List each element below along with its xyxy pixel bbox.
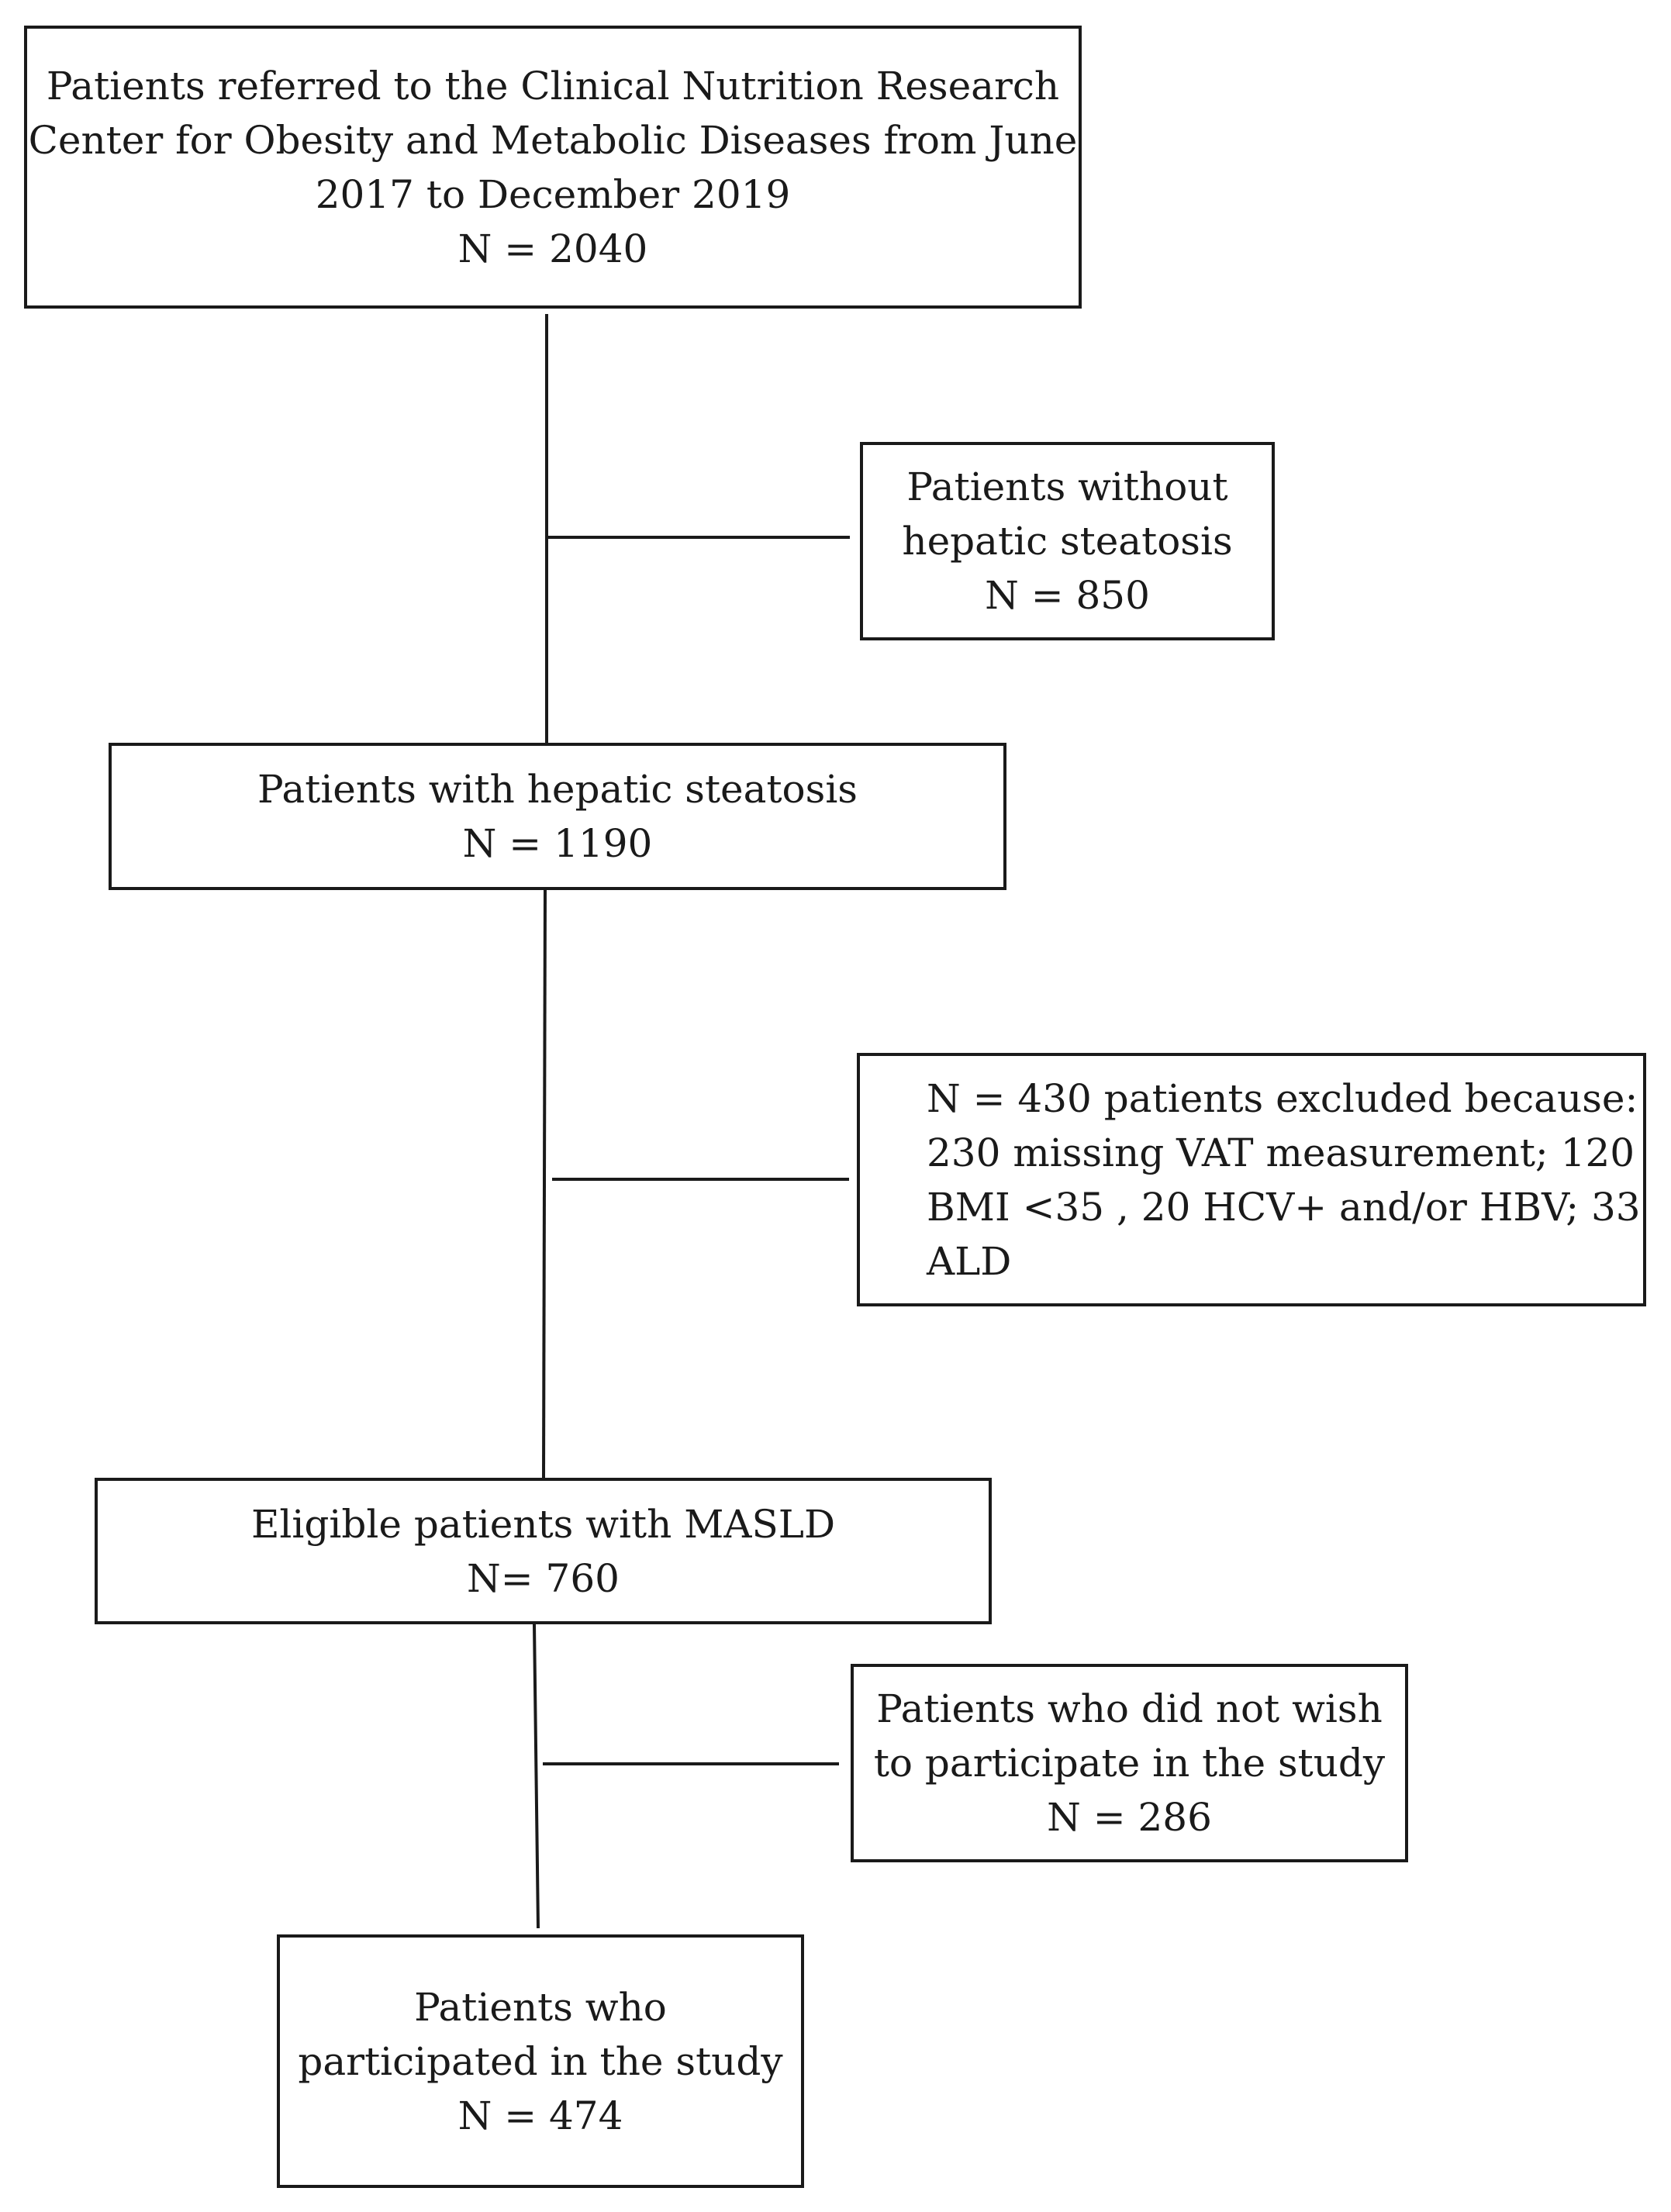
- referred-patients-box: Patients referred to the Clinical Nutrit…: [24, 26, 1082, 309]
- box-text-line: ALD: [927, 1238, 1012, 1284]
- box-count: N = 850: [985, 573, 1150, 618]
- box-text-line: Patients referred to the Clinical Nutrit…: [46, 63, 1060, 109]
- box-count: N= 760: [467, 1555, 620, 1601]
- with-steatosis-box: Patients with hepatic steatosis N = 1190: [109, 743, 1006, 890]
- box-text-line: Eligible patients with MASLD: [250, 1501, 836, 1547]
- without-steatosis-box: Patients without hepatic steatosis N = 8…: [860, 442, 1275, 640]
- box-text-line: to participate in the study: [873, 1741, 1386, 1786]
- box-text-line: hepatic steatosis: [902, 519, 1233, 564]
- box-text-line: Patients who: [414, 1984, 667, 2030]
- box-count: N = 2040: [457, 226, 648, 271]
- connector-eligible-to-participated: [533, 1624, 540, 1929]
- box-text-line: 2017 to December 2019: [315, 171, 791, 217]
- box-text-line: BMI <35 , 20 HCV+ and/or HBV; 33: [927, 1184, 1641, 1230]
- box-text-line: Patients without: [906, 464, 1228, 509]
- declined-patients-box: Patients who did not wish to participate…: [851, 1664, 1408, 1862]
- participated-patients-box: Patients who participated in the study N…: [277, 1934, 804, 2188]
- eligible-patients-box: Eligible patients with MASLD N= 760: [95, 1478, 992, 1624]
- connector-with-to-eligible: [542, 889, 547, 1479]
- box-text-line: Center for Obesity and Metabolic Disease…: [28, 117, 1078, 163]
- box-count: N = 1190: [462, 821, 653, 866]
- box-text-line: Patients who did not wish: [876, 1686, 1383, 1731]
- box-count: N = 474: [457, 2093, 623, 2138]
- box-text-line: 230 missing VAT measurement; 120: [927, 1130, 1635, 1175]
- box-text-line: Patients with hepatic steatosis: [257, 767, 858, 812]
- box-count: N = 286: [1047, 1795, 1212, 1840]
- box-text-line: participated in the study: [298, 2038, 783, 2084]
- excluded-patients-box: N = 430 patients excluded because: 230 m…: [857, 1053, 1646, 1306]
- box-text-line: N = 430 patients excluded because:: [927, 1075, 1638, 1121]
